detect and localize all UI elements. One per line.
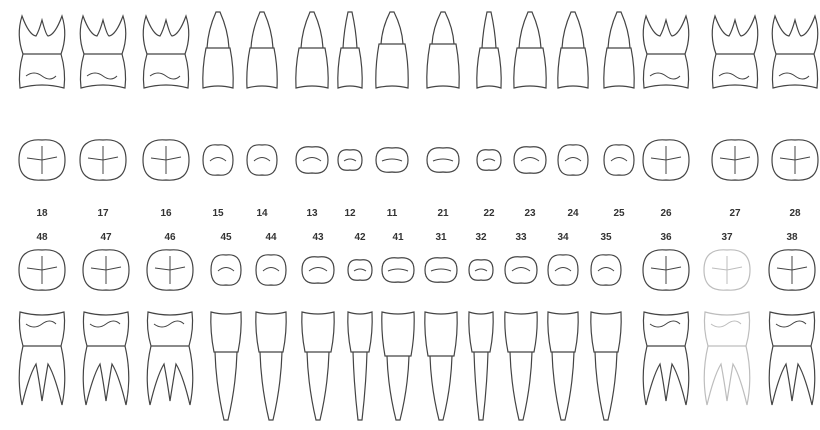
tooth-number-31: 31 [435, 232, 447, 243]
tooth-number-13: 13 [306, 208, 318, 219]
tooth-number-23: 23 [524, 208, 536, 219]
tooth-number-42: 42 [354, 232, 366, 243]
tooth-number-46: 46 [164, 232, 176, 243]
tooth-13[interactable] [296, 12, 328, 173]
tooth-number-15: 15 [212, 208, 224, 219]
tooth-24[interactable] [558, 12, 588, 175]
tooth-37[interactable] [704, 250, 750, 405]
tooth-number-38: 38 [786, 232, 798, 243]
tooth-44[interactable] [256, 255, 286, 420]
tooth-16[interactable] [143, 16, 189, 180]
tooth-45[interactable] [211, 255, 241, 420]
tooth-36[interactable] [643, 250, 689, 405]
tooth-number-11: 11 [387, 208, 398, 219]
tooth-number-37: 37 [721, 232, 733, 243]
tooth-number-12: 12 [344, 208, 356, 219]
tooth-number-16: 16 [160, 208, 172, 219]
tooth-number-24: 24 [567, 208, 579, 219]
tooth-number-47: 47 [100, 232, 112, 243]
tooth-number-44: 44 [265, 232, 277, 243]
tooth-25[interactable] [604, 12, 634, 175]
tooth-33[interactable] [505, 257, 537, 420]
tooth-35[interactable] [591, 255, 621, 420]
tooth-43[interactable] [302, 257, 334, 420]
tooth-18[interactable] [19, 16, 65, 180]
tooth-21[interactable] [427, 12, 459, 172]
tooth-number-48: 48 [36, 232, 48, 243]
tooth-41[interactable] [382, 258, 414, 420]
tooth-number-34: 34 [557, 232, 569, 243]
tooth-number-18: 18 [36, 208, 48, 219]
tooth-47[interactable] [83, 250, 129, 405]
tooth-26[interactable] [643, 16, 689, 180]
tooth-46[interactable] [147, 250, 193, 405]
tooth-23[interactable] [514, 12, 546, 173]
tooth-number-28: 28 [789, 208, 801, 219]
tooth-34[interactable] [548, 255, 578, 420]
tooth-number-26: 26 [660, 208, 672, 219]
tooth-15[interactable] [203, 12, 233, 175]
tooth-number-41: 41 [392, 232, 404, 243]
tooth-31[interactable] [425, 258, 457, 420]
tooth-number-32: 32 [475, 232, 487, 243]
tooth-28[interactable] [772, 16, 818, 180]
tooth-number-36: 36 [660, 232, 672, 243]
tooth-number-22: 22 [483, 208, 495, 219]
tooth-number-45: 45 [220, 232, 232, 243]
tooth-38[interactable] [769, 250, 815, 405]
tooth-number-43: 43 [312, 232, 324, 243]
tooth-number-17: 17 [97, 208, 109, 219]
tooth-number-33: 33 [515, 232, 527, 243]
tooth-number-21: 21 [437, 208, 449, 219]
tooth-number-35: 35 [600, 232, 612, 243]
tooth-27[interactable] [712, 16, 758, 180]
tooth-22[interactable] [477, 12, 501, 170]
tooth-number-14: 14 [256, 208, 268, 219]
tooth-17[interactable] [80, 16, 126, 180]
tooth-48[interactable] [19, 250, 65, 405]
tooth-42[interactable] [348, 260, 372, 420]
tooth-11[interactable] [376, 12, 408, 172]
tooth-number-25: 25 [613, 208, 625, 219]
tooth-number-27: 27 [729, 208, 741, 219]
tooth-12[interactable] [338, 12, 362, 170]
tooth-14[interactable] [247, 12, 277, 175]
tooth-32[interactable] [469, 260, 493, 420]
